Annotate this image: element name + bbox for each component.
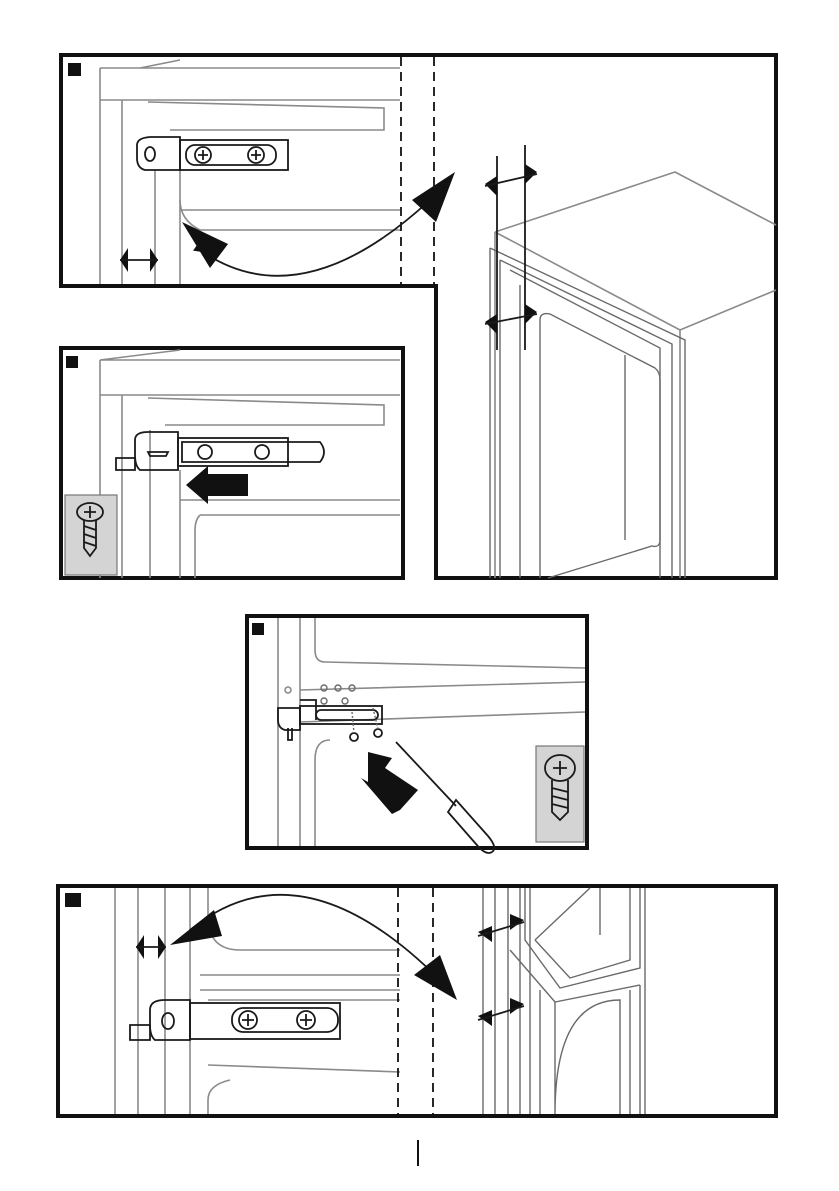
curved-arrow-icon: [200, 200, 430, 276]
step-2-badge: [66, 356, 78, 368]
push-arrow-icon: [361, 752, 418, 814]
curved-arrow-icon: [190, 895, 440, 980]
push-arrow-icon: [186, 466, 248, 504]
hinge-bracket: [130, 1000, 340, 1040]
hinge-bracket: [137, 137, 288, 170]
hinge-bracket: [116, 432, 324, 470]
panel-step-1: [61, 55, 776, 578]
panel-step-3: [247, 616, 587, 853]
step-3-badge: [252, 623, 264, 635]
screw-icon-box: [65, 495, 117, 575]
gap-marker-icon: [120, 248, 158, 272]
gap-marker-icon: [478, 914, 524, 1026]
screw-icon-box: [536, 746, 584, 842]
cabinet-perspective: [483, 888, 645, 1114]
hinge-bracket: [278, 700, 382, 740]
panel-step-2: [61, 348, 403, 578]
step-1-badge: [68, 63, 81, 76]
cabinet-perspective: [490, 172, 776, 578]
step-4-badge: [65, 893, 81, 907]
gap-marker-icon: [485, 145, 537, 350]
panel-step-4: [58, 886, 776, 1116]
gap-marker-icon: [136, 935, 166, 959]
